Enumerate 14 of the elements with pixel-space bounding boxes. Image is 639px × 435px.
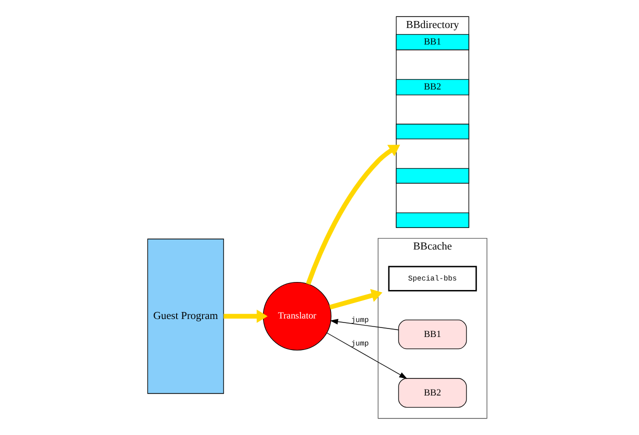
arrow (328, 289, 382, 310)
arrow (305, 144, 400, 285)
arrow (326, 332, 407, 379)
node-box: Guest Program (146, 238, 224, 394)
arrow (329, 318, 398, 330)
node-circle: Translator (262, 282, 331, 351)
node-box: BB2 (395, 79, 469, 96)
arrow (223, 310, 268, 323)
node-box: BB2 (398, 378, 466, 408)
node-box: BB1 (395, 34, 469, 50)
node-box (395, 212, 469, 228)
node-box (395, 124, 469, 140)
node-box: BB1 (398, 320, 466, 350)
node-box (395, 168, 469, 184)
